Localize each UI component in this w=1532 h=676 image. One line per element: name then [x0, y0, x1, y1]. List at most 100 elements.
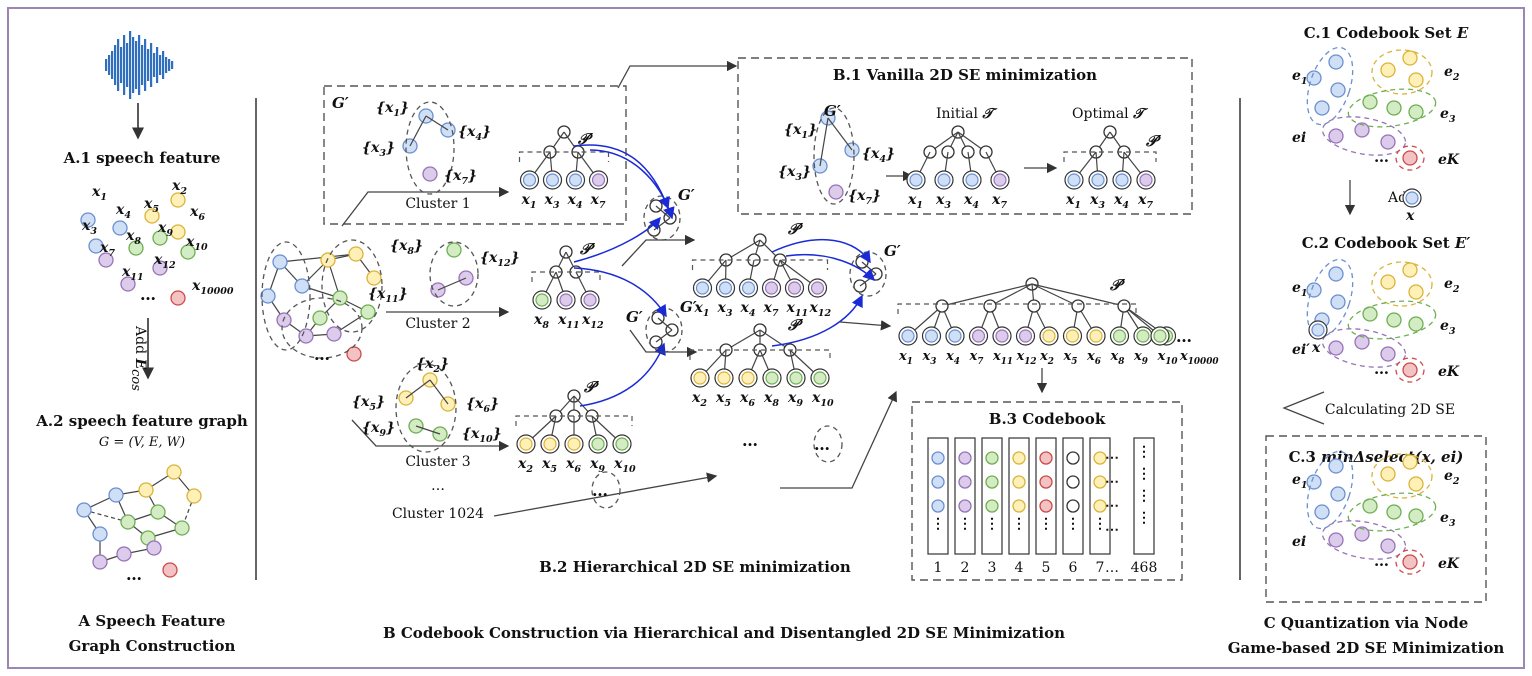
- graph-node: [138, 482, 154, 498]
- tree-leaf-inner: [1153, 329, 1167, 343]
- tree-leaf-inner: [1065, 329, 1080, 343]
- tree-leaf-inner: [1136, 329, 1150, 343]
- cluster2-label: Cluster 2: [405, 316, 470, 332]
- a2-title: A.2 speech feature graph: [35, 412, 248, 430]
- tree-leaf-label: x10: [613, 456, 636, 475]
- codeword-label-e2: e2: [1444, 64, 1460, 83]
- tree-leaf-inner: [717, 371, 731, 385]
- waveform-bar: [144, 39, 147, 91]
- b1-set-label: {x1}: [784, 122, 817, 141]
- graph-node: [298, 328, 314, 344]
- cluster1024-label: Cluster 1024: [392, 506, 484, 522]
- a1-point-label: x10: [185, 234, 208, 253]
- codebook-vdots: ⋮: [1137, 444, 1151, 460]
- big-tree-leaf-label: x7: [969, 349, 985, 367]
- edge: [1031, 283, 1079, 307]
- graph-node: [1330, 294, 1346, 310]
- big-tree-leaf-label: x6: [1086, 349, 1101, 367]
- tree-leaf-inner: [948, 329, 962, 343]
- graph-node: [98, 252, 114, 268]
- cluster3-set-label: {x10}: [462, 426, 502, 445]
- dashed-ellipse: [1347, 88, 1437, 128]
- graph-node: [1093, 475, 1107, 489]
- graph-node: [1402, 362, 1418, 378]
- graph-node: [1380, 466, 1396, 482]
- codeword-label-e3: e3: [1440, 510, 1456, 529]
- graph-node: [326, 326, 342, 342]
- graph-node: [985, 475, 999, 489]
- b1-pprime: 𝒫′: [1145, 132, 1161, 150]
- waveform-bar: [171, 61, 174, 69]
- tree-leaf-inner: [1018, 329, 1033, 343]
- graph-node: [985, 499, 999, 513]
- codeword-ellipsis: …: [1374, 148, 1389, 166]
- tree-leaf-inner: [1089, 329, 1103, 343]
- graph-node: [1380, 538, 1396, 554]
- codebook-vdots: ⋮: [1093, 516, 1107, 532]
- add-ecos-label: Add Ecos: [128, 325, 148, 391]
- graph-node: [1012, 499, 1026, 513]
- codebook-vdots: ⋮: [931, 516, 945, 532]
- waveform-icon: [105, 31, 174, 99]
- graph-node: [260, 288, 276, 304]
- tree-node: [1066, 499, 1080, 513]
- blue-merge-arrow: [771, 294, 863, 347]
- tree-leaf-inner: [535, 293, 549, 307]
- graph-node: [1402, 150, 1418, 166]
- graph-node: [166, 464, 182, 480]
- edge: [437, 277, 467, 291]
- graph-node: [931, 451, 945, 465]
- cluster1-set-label: {x1}: [376, 100, 409, 119]
- tree-leaf-inner: [1115, 173, 1129, 187]
- graph-node: [1012, 451, 1026, 465]
- tree-leaf-inner: [993, 173, 1007, 187]
- partition-dashed-line: [531, 271, 601, 282]
- waveform-bar: [138, 35, 141, 95]
- tree-node: [1071, 299, 1085, 313]
- cluster3-pprime: 𝒫′: [583, 378, 599, 396]
- codebook-column-label: 4: [1015, 560, 1024, 576]
- a1-point-label: x3: [81, 218, 97, 237]
- waveform-bar: [141, 45, 144, 85]
- graph-node: [120, 276, 136, 292]
- waveform-bar: [126, 43, 129, 87]
- flow-arrow: [839, 320, 892, 331]
- graph-node: [76, 502, 92, 518]
- flow-arrow: [621, 234, 696, 267]
- tree-leaf-label: x12: [809, 300, 832, 319]
- tree-leaf-inner: [1091, 173, 1105, 187]
- blue-merge-arrow: [573, 267, 667, 318]
- tree-leaf-inner: [1311, 323, 1325, 337]
- graph-node: [985, 451, 999, 465]
- graph-node: [1386, 312, 1402, 328]
- waveform-bar: [150, 43, 153, 87]
- graph-node: [366, 270, 382, 286]
- dashed-ellipse: [429, 241, 479, 307]
- codebook-column: [1035, 437, 1057, 555]
- codebook-hdots: ⋯: [1105, 474, 1119, 490]
- tree-leaf-label: x7: [1137, 192, 1153, 211]
- graph-node: [1328, 532, 1344, 548]
- graph-node: [128, 240, 144, 256]
- cluster1-gprime: G′: [332, 94, 349, 112]
- dashed-ellipse: [591, 471, 621, 509]
- dashed-ellipse: [395, 363, 457, 453]
- tree-leaf-inner: [901, 329, 915, 343]
- graph-node: [312, 310, 328, 326]
- partition-dashed-line: [689, 349, 831, 360]
- tree-node: [1066, 451, 1080, 465]
- tree-leaf-inner: [1405, 191, 1419, 205]
- tree-leaf-inner: [695, 281, 710, 295]
- b1-set-label: {x3}: [778, 164, 811, 183]
- cluster3-set-label: {x2}: [416, 356, 449, 375]
- a1-point-label: x7: [99, 240, 115, 259]
- codeword-label-e1: e1: [1292, 280, 1308, 299]
- dashed-ellipse: [1395, 357, 1425, 383]
- cluster-dots: …: [431, 478, 445, 494]
- partition-dashed-line: [515, 415, 633, 426]
- a1-point-label: x10000: [191, 278, 234, 297]
- dashed-ellipse: [1321, 116, 1407, 156]
- codebook-column: [954, 437, 976, 555]
- codebook-hdots: ⋯: [1105, 450, 1119, 466]
- tree-leaf-inner: [591, 437, 605, 451]
